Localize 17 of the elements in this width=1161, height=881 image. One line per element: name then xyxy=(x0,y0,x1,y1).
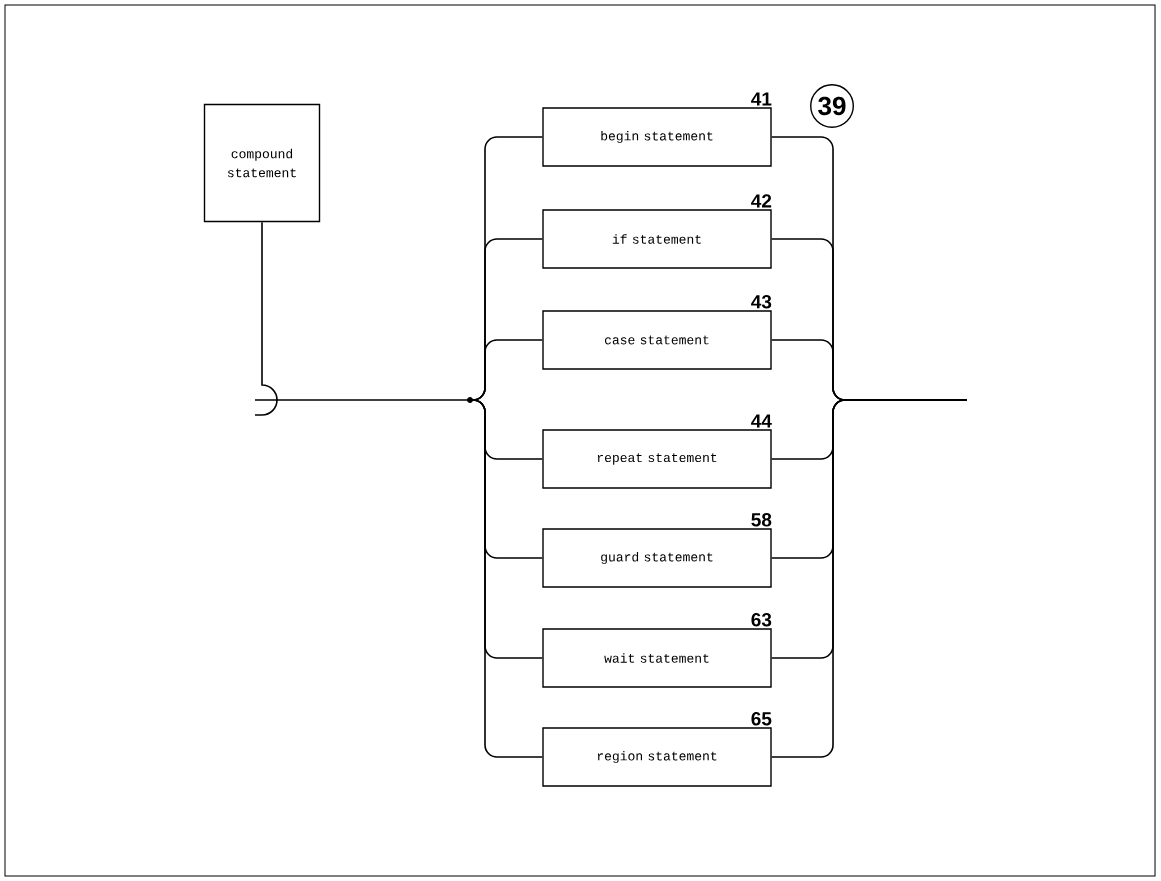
syntax-box: begin statement xyxy=(542,107,772,167)
reference-number: 42 xyxy=(751,194,772,208)
syntax-box: repeat statement xyxy=(542,429,772,489)
syntax-box: case statement xyxy=(542,310,772,370)
syntax-box: wait statement xyxy=(542,628,772,688)
reference-number: 43 xyxy=(751,295,772,309)
reference-number: 41 xyxy=(751,92,772,106)
callout-number: 39 xyxy=(810,84,854,128)
syntax-box: compound statement xyxy=(203,103,321,223)
connector-line xyxy=(770,399,968,758)
reference-number: 58 xyxy=(751,513,772,527)
syntax-box: region statement xyxy=(542,727,772,787)
syntax-box: if statement xyxy=(542,209,772,269)
syntax-box: guard statement xyxy=(542,528,772,588)
reference-number: 44 xyxy=(751,414,772,428)
reference-number: 63 xyxy=(751,613,772,627)
reference-number: 65 xyxy=(751,712,772,726)
